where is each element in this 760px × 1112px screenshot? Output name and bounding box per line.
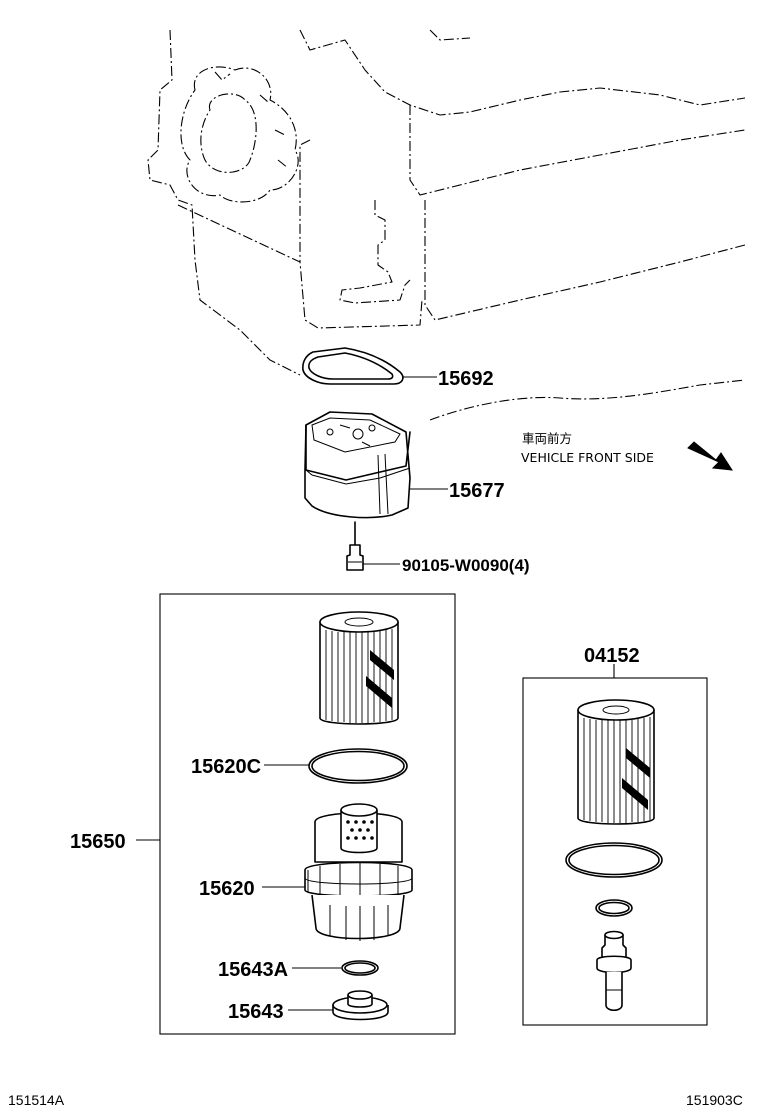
o-ring-04152-large	[565, 842, 663, 878]
label-15620C: 15620C	[191, 756, 261, 778]
label-15692: 15692	[438, 368, 494, 390]
label-04152: 04152	[584, 645, 640, 667]
direction-note-japanese: 車両前方	[522, 431, 572, 446]
label-15643A: 15643A	[218, 959, 288, 981]
gasket-15692	[302, 347, 404, 385]
drain-union-04152	[596, 930, 632, 1012]
label-90105: 90105-W0090(4)	[402, 556, 530, 575]
drain-plug-15643	[332, 990, 389, 1021]
o-ring-04152-small	[595, 899, 633, 917]
footer-left-code: 151514A	[8, 1092, 65, 1108]
bolt-90105	[346, 521, 364, 571]
label-15643: 15643	[228, 1001, 284, 1023]
label-15677: 15677	[449, 480, 505, 502]
o-ring-15620C	[308, 748, 408, 784]
filter-element-04152	[577, 699, 655, 825]
footer-right-code: 151903C	[686, 1092, 743, 1108]
filter-element-15650	[319, 611, 399, 725]
label-15620: 15620	[199, 878, 255, 900]
kit-box-15650	[159, 593, 456, 1035]
kit-box-04152	[522, 677, 708, 1026]
engine-block-phantom	[147, 29, 746, 421]
label-15650: 15650	[70, 831, 126, 853]
front-direction-arrow-icon	[687, 441, 733, 471]
filter-cap-15620	[304, 803, 413, 941]
filter-bracket-15677	[304, 411, 411, 519]
o-ring-15643A	[341, 960, 379, 976]
direction-note-english: VEHICLE FRONT SIDE	[521, 450, 654, 465]
